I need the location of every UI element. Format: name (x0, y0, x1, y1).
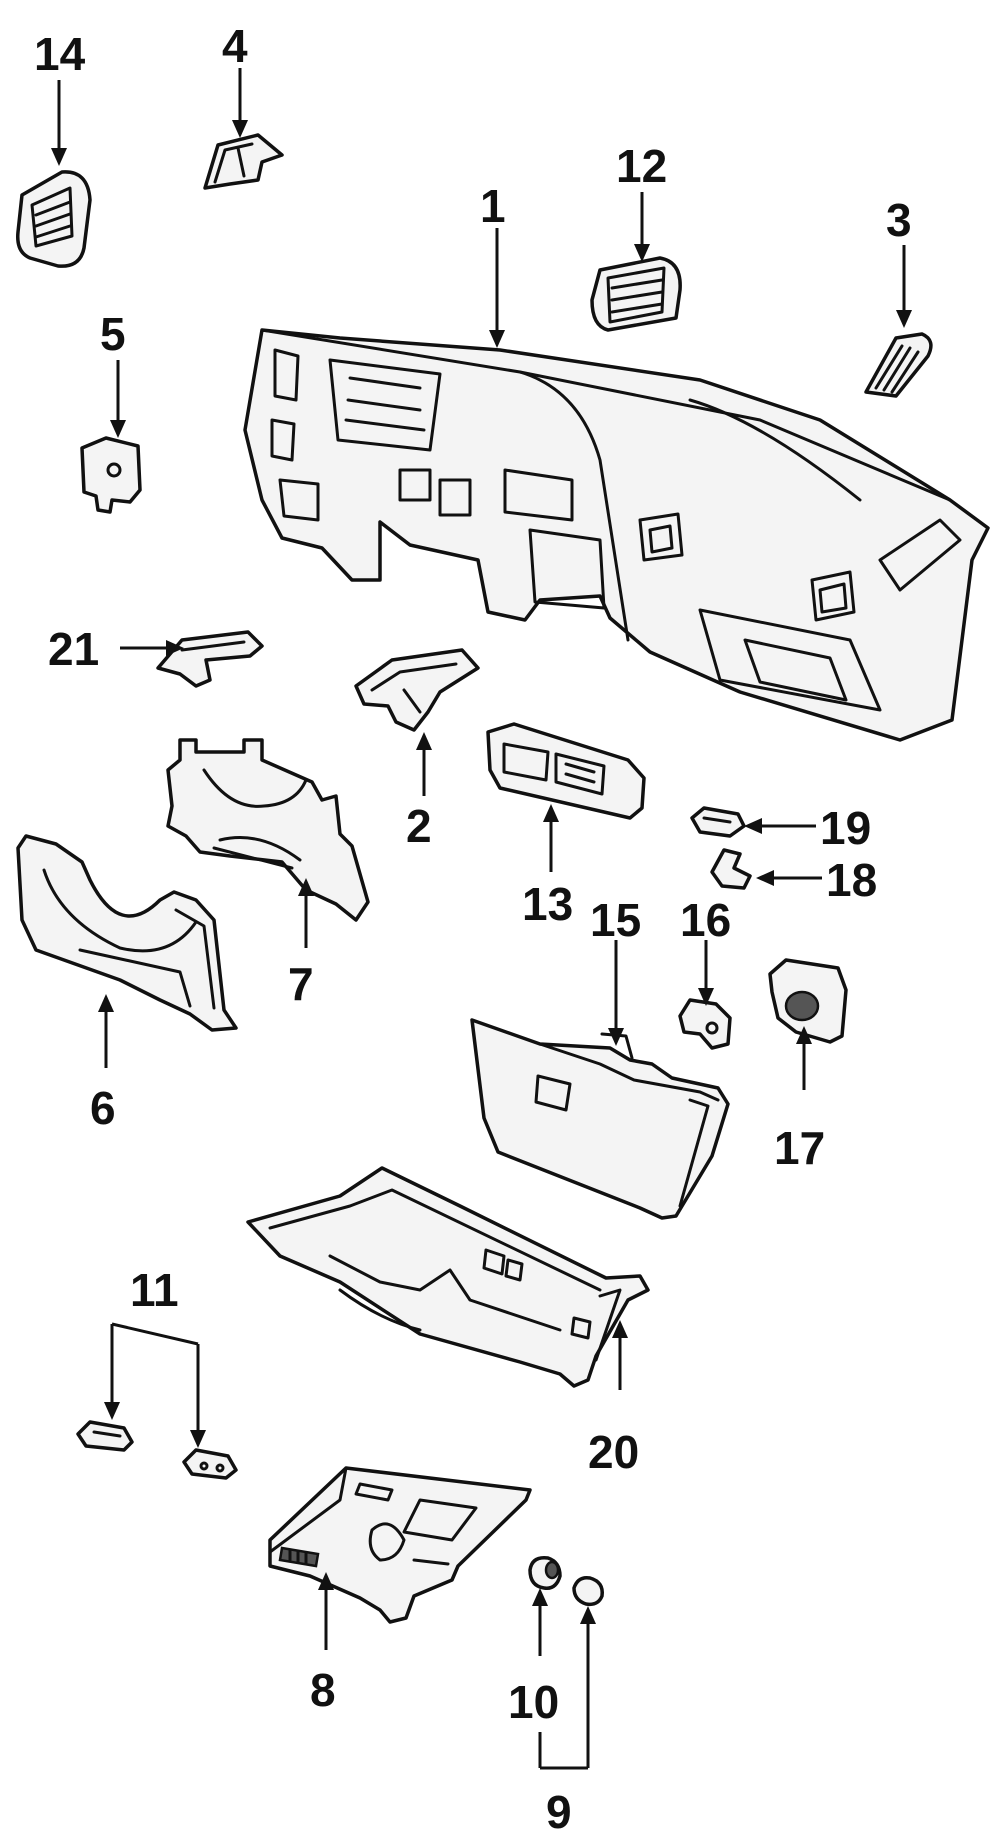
part-14-side-vent (16, 170, 92, 268)
callout-20-leader (612, 1320, 628, 1390)
callout-21: 21 (48, 623, 99, 675)
callout-6: 6 (90, 1082, 116, 1134)
callout-12-leader (634, 192, 650, 262)
part-19-clip (690, 806, 746, 838)
part-12-center-vent (590, 256, 682, 332)
part-3-right-vent (864, 332, 933, 398)
part-13-bezel (486, 722, 646, 820)
callout-16-leader (698, 940, 714, 1006)
part-11-clips (76, 1420, 238, 1480)
callout-11-leader (104, 1322, 206, 1448)
callout-15: 15 (590, 894, 641, 946)
callout-20: 20 (588, 1426, 639, 1478)
part-21-bracket (156, 630, 264, 688)
part-16-hinge (678, 998, 732, 1050)
part-7-column-cover (166, 738, 370, 922)
callout-7-leader (298, 878, 314, 948)
part-1-instrument-panel (243, 328, 990, 742)
callout-4-leader (232, 68, 248, 138)
callout-17-leader (796, 1026, 812, 1090)
part-10-bumper (528, 1556, 562, 1590)
callout-2: 2 (406, 800, 432, 852)
callout-19-leader (744, 818, 816, 834)
callout-17: 17 (774, 1122, 825, 1174)
part-9-bumper (572, 1575, 604, 1607)
callout-15-leader (608, 940, 624, 1046)
callout-14: 14 (34, 28, 86, 80)
part-18-latch (710, 848, 752, 890)
callout-8: 8 (310, 1664, 336, 1716)
callout-12: 12 (616, 140, 667, 192)
part-20-glove-box-bin (246, 1166, 650, 1388)
callout-5-leader (110, 360, 126, 438)
part-17-bumper (768, 958, 848, 1044)
callout-21-leader (120, 640, 184, 656)
callout-11: 11 (130, 1264, 179, 1316)
callout-7: 7 (288, 958, 314, 1010)
part-6-column-cover (16, 834, 238, 1032)
callout-1-leader (489, 228, 505, 348)
part-2-trim (354, 648, 480, 732)
callout-5: 5 (100, 308, 126, 360)
callout-14-leader (51, 80, 67, 166)
part-5-clip (80, 436, 142, 514)
callout-13: 13 (522, 878, 573, 930)
callout-10-leader (532, 1588, 548, 1656)
callout-8-leader (318, 1572, 334, 1650)
callout-1: 1 (480, 180, 506, 232)
part-8-compartment (268, 1466, 532, 1624)
callout-9: 9 (546, 1786, 572, 1838)
callout-4: 4 (222, 20, 248, 72)
callout-3: 3 (886, 194, 912, 246)
callout-6-leader (98, 994, 114, 1068)
callout-13-leader (543, 804, 559, 872)
callout-18-leader (756, 870, 822, 886)
callout-2-leader (416, 732, 432, 796)
part-15-glove-box-door (470, 1018, 730, 1220)
part-4-bracket (203, 133, 284, 190)
callout-18: 18 (826, 854, 877, 906)
callout-3-leader (896, 245, 912, 328)
callout-16: 16 (680, 894, 731, 946)
callout-10: 10 (508, 1676, 559, 1728)
callout-19: 19 (820, 802, 871, 854)
callout-9-leader (538, 1606, 596, 1770)
